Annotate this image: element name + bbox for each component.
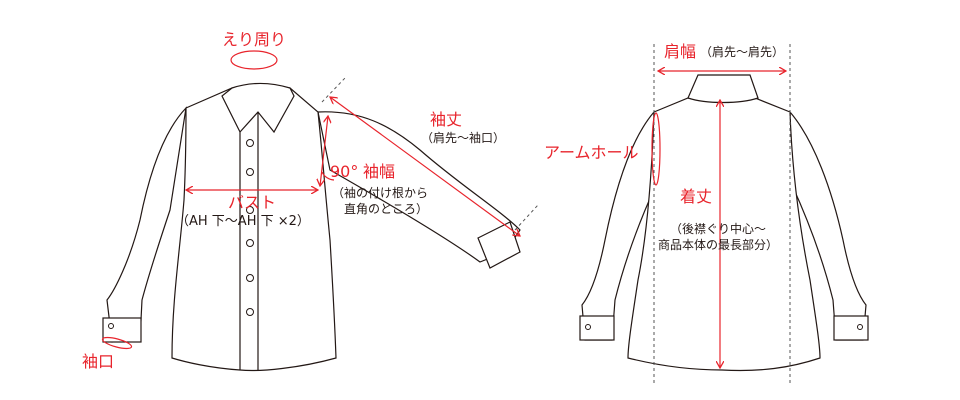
back-body xyxy=(627,97,821,372)
button xyxy=(857,324,863,330)
cuff-measure xyxy=(101,336,133,350)
bust-label: バスト xyxy=(228,193,277,212)
front-placket xyxy=(239,112,259,370)
button xyxy=(585,324,591,330)
sleeve-width-label: 袖幅 xyxy=(363,162,396,181)
back-right-cuff xyxy=(833,315,869,341)
shoulder-note: （肩先〜肩先） xyxy=(700,45,785,59)
button xyxy=(246,206,254,214)
front-body xyxy=(171,87,337,372)
length-note-1: （後襟ぐり中心〜 xyxy=(670,222,767,236)
button xyxy=(246,239,254,247)
back-buttons xyxy=(585,324,863,330)
armhole-label: アームホール xyxy=(544,143,639,162)
button xyxy=(246,308,254,316)
front-left-cuff xyxy=(102,317,142,343)
length-note-2: 商品本体の最長部分） xyxy=(658,238,779,252)
sleeve-length-note: （肩先〜袖口） xyxy=(421,131,506,145)
shoulder-label: 肩幅 xyxy=(664,42,697,61)
right-angle-label: 90° xyxy=(330,162,359,181)
back-left-cuff xyxy=(579,315,615,341)
back-shirt xyxy=(579,74,869,372)
armhole-measure xyxy=(651,112,661,186)
back-collar xyxy=(687,74,759,104)
sleeve-width-note-1: （袖の付け根から xyxy=(332,186,429,200)
button xyxy=(246,139,254,147)
front-buttons xyxy=(108,139,254,329)
button xyxy=(246,168,254,176)
button xyxy=(246,274,254,282)
sleeve-width-arrow xyxy=(320,116,328,186)
front-collar xyxy=(221,82,295,134)
collar-label: えり周り xyxy=(222,30,287,49)
front-measure-lines xyxy=(101,50,520,350)
back-guides xyxy=(653,44,791,385)
right-angle-arc xyxy=(321,171,335,181)
bust-note: （AH 下〜AH 下 ×2） xyxy=(176,214,310,229)
sleeve-length-arrow xyxy=(330,97,520,236)
cuff-label: 袖口 xyxy=(82,352,115,371)
sleeve-length-label: 袖丈 xyxy=(430,110,463,129)
length-label: 着丈 xyxy=(680,187,713,206)
back-left-sleeve xyxy=(581,110,657,341)
front-left-sleeve xyxy=(106,106,187,343)
button xyxy=(108,323,114,329)
back-right-sleeve xyxy=(789,110,867,341)
back-measure-lines xyxy=(651,71,786,368)
sleeve-width-note-2: 直角のところ） xyxy=(344,202,429,216)
collar-measure xyxy=(230,50,278,70)
